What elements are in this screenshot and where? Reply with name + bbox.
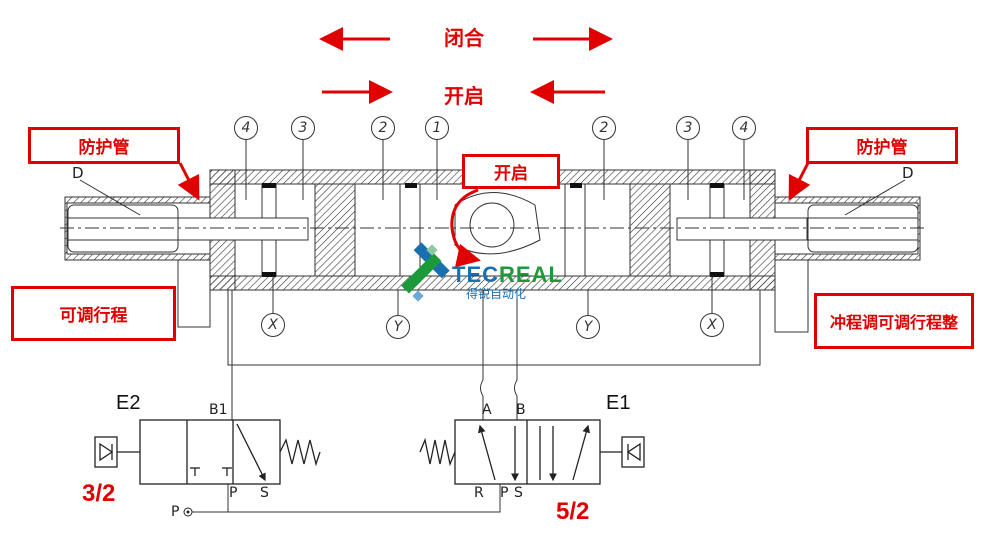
logo-subtitle: 得锐自动化 [466, 287, 527, 301]
adjust-stroke-left-callout: 可调行程 [11, 286, 176, 341]
valve-e2-port-p: P [229, 485, 238, 501]
part-number: 3 [676, 116, 700, 140]
valve-e1-port-s: S [514, 485, 523, 501]
valve-e1-name: E1 [606, 392, 631, 414]
valve-e2-port-b1: B1 [209, 402, 228, 418]
part-number: 1 [425, 116, 449, 140]
part-number: 4 [234, 116, 258, 140]
rotation-arrow [450, 188, 481, 268]
tube-label-left: D [72, 164, 84, 182]
part-number: 4 [732, 116, 756, 140]
open-label: 开启 [444, 84, 484, 108]
part-number: 2 [592, 116, 616, 140]
protect-tube-right-callout: 防护管 [806, 127, 958, 164]
logo-brand: TECREAL [452, 262, 563, 287]
adjust-stroke-right-callout: 冲程调可调行程整 [814, 293, 974, 349]
part-number: 2 [371, 116, 395, 140]
valve-e1-port-a: A [482, 402, 492, 418]
valve-e2 [94, 419, 321, 485]
valve-e2-ratio: 3/2 [82, 480, 116, 507]
port-y-right: Y [576, 315, 600, 339]
port-y-left: Y [386, 315, 410, 339]
valve-e1-port-p: P [500, 485, 509, 501]
valve-e2-port-s: S [260, 485, 269, 501]
protect-tube-left-callout: 防护管 [28, 127, 180, 164]
port-x-right: X [700, 313, 724, 337]
actuator-body [177, 169, 808, 291]
valve-e1-port-b: B [516, 402, 526, 418]
tube-label-right: D [902, 164, 914, 182]
close-label: 闭合 [444, 26, 484, 50]
valve-e1 [419, 419, 645, 485]
valve-e1-port-r: R [474, 485, 484, 501]
part-number: 3 [291, 116, 315, 140]
valve-e2-name: E2 [116, 392, 141, 414]
tecreal-logo [401, 242, 450, 302]
port-x-left: X [261, 313, 285, 337]
valve-e1-ratio: 5/2 [556, 498, 590, 525]
open-center-callout: 开启 [462, 154, 560, 189]
seals [262, 183, 724, 277]
supply-label: P [171, 504, 180, 520]
